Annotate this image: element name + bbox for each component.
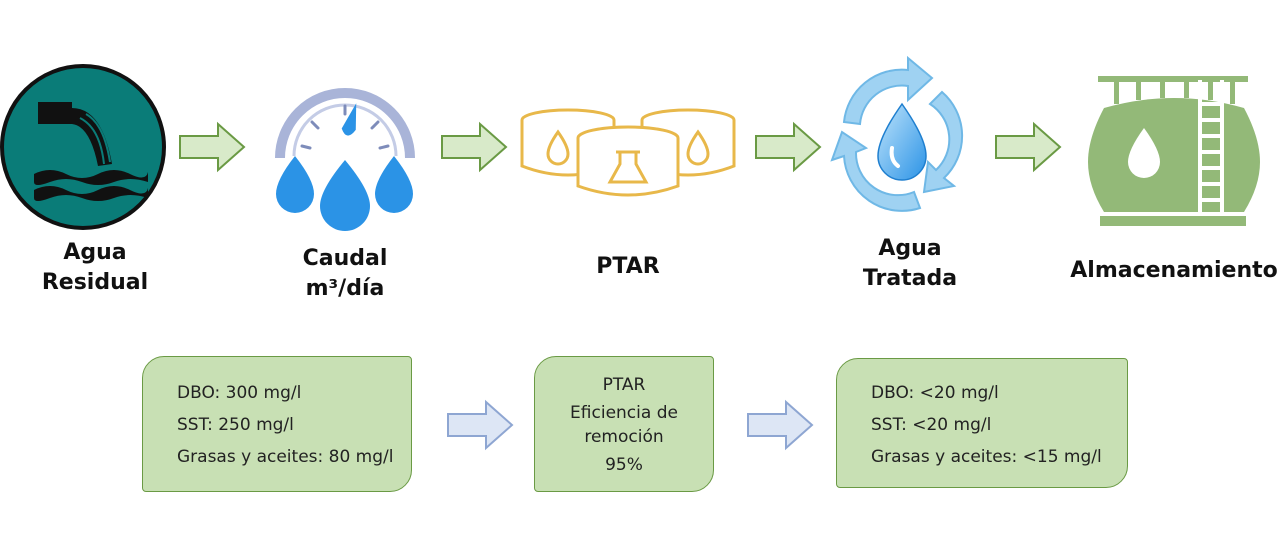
plant-efficiency-box: PTAR Eficiencia de remoción 95%: [534, 356, 714, 492]
step-label-ptar: PTAR: [596, 254, 660, 279]
flow-arrow-1: [179, 121, 246, 173]
flow-arrow-2: [441, 121, 508, 173]
effluent-sst: SST: <20 mg/l: [871, 415, 992, 435]
step-label-agua-tratada: Agua Tratada: [862, 236, 958, 291]
plant-efficiency-value: 95%: [605, 455, 643, 475]
step-label-caudal: Caudal m³/día: [302, 246, 388, 301]
influent-grasas: Grasas y aceites: 80 mg/l: [177, 447, 394, 467]
storage-tank-icon: [1088, 76, 1260, 226]
effluent-dbo: DBO: <20 mg/l: [871, 383, 999, 403]
plant-efficiency-line1: Eficiencia de: [570, 403, 678, 423]
data-arrow-1: [447, 399, 514, 451]
plant-title: PTAR: [602, 375, 646, 395]
treatment-tanks-icon: [520, 108, 736, 197]
step-label-almacenamiento: Almacenamiento: [1070, 258, 1278, 283]
wastewater-pipe-icon: [0, 64, 166, 230]
effluent-quality-box: DBO: <20 mg/l SST: <20 mg/l Grasas y ace…: [836, 358, 1128, 488]
influent-dbo: DBO: 300 mg/l: [177, 383, 302, 403]
flow-arrow-4: [995, 121, 1062, 173]
flow-gauge-icon: [275, 88, 415, 231]
flow-arrow-3: [755, 121, 822, 173]
recycled-water-icon: [830, 55, 964, 212]
effluent-grasas: Grasas y aceites: <15 mg/l: [871, 447, 1102, 467]
influent-sst: SST: 250 mg/l: [177, 415, 294, 435]
step-label-agua-residual: Agua Residual: [41, 240, 149, 295]
influent-quality-box: DBO: 300 mg/l SST: 250 mg/l Grasas y ace…: [142, 356, 412, 492]
plant-efficiency-line2: remoción: [584, 427, 664, 447]
data-arrow-2: [747, 399, 814, 451]
